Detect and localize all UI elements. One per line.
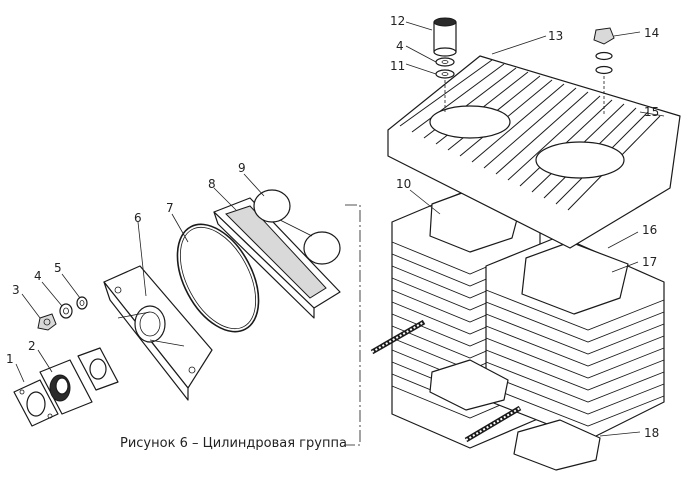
part-5-washer	[76, 296, 88, 310]
callout-14: 14	[644, 26, 659, 40]
figure-caption: Рисунок 6 – Цилиндровая группа	[120, 436, 347, 451]
part-11-washer	[435, 69, 455, 79]
part-2-inlet-pipe	[39, 359, 93, 415]
leader-lines	[15, 21, 665, 437]
callout-10: 10	[396, 177, 411, 191]
small-gasket	[77, 347, 119, 391]
callout-12: 12	[390, 14, 405, 28]
cylinder-head	[387, 55, 681, 249]
studs	[370, 319, 522, 443]
washer-top-4	[435, 57, 455, 67]
callout-2: 2	[28, 339, 36, 353]
callout-15: 15	[644, 105, 659, 119]
part-8-manifold	[213, 197, 341, 319]
part-7-o-ring	[176, 223, 260, 333]
callout-13: 13	[548, 29, 563, 43]
cylinder-right	[485, 235, 665, 441]
callout-16: 16	[642, 223, 657, 237]
callout-11: 11	[390, 59, 405, 73]
callout-8: 8	[208, 177, 216, 191]
callout-7: 7	[166, 201, 174, 215]
part-18-gasket	[429, 359, 601, 471]
callout-4: 4	[34, 269, 42, 283]
callout-9: 9	[238, 161, 246, 175]
callout-3: 3	[12, 283, 20, 297]
callout-18: 18	[644, 426, 659, 440]
part-9-gasket	[253, 189, 341, 265]
callout-1: 1	[6, 352, 14, 366]
callouts: 1 2 3 4 5 6 7 8 9 10 11 12 4 13 14 15 16…	[6, 14, 659, 440]
part-6-spacer	[103, 265, 213, 401]
part-1-gasket	[13, 379, 59, 427]
callout-6: 6	[134, 211, 142, 225]
part-12-sleeve	[433, 17, 457, 57]
part-14-nut	[593, 27, 615, 116]
part-4-washer	[59, 303, 73, 319]
axis-line	[345, 204, 361, 446]
callout-4-top: 4	[396, 39, 404, 53]
callout-17: 17	[642, 255, 657, 269]
callout-5: 5	[54, 261, 62, 275]
part-3-nut	[37, 313, 57, 331]
